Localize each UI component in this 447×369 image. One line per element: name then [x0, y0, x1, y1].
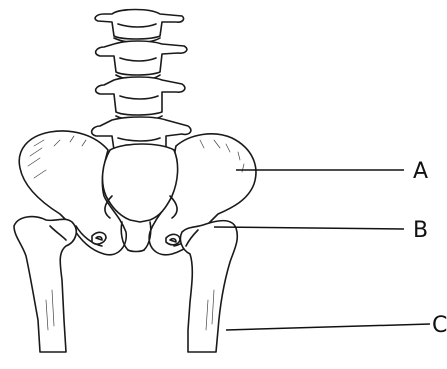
label-b: B [413, 218, 428, 243]
left-femur [14, 217, 76, 352]
lumbar-spine [92, 10, 191, 154]
leader-line-b [214, 227, 404, 229]
leader-line-c [226, 324, 430, 330]
label-a: A [413, 159, 428, 184]
right-femur [180, 221, 237, 352]
label-c: C [432, 313, 447, 338]
